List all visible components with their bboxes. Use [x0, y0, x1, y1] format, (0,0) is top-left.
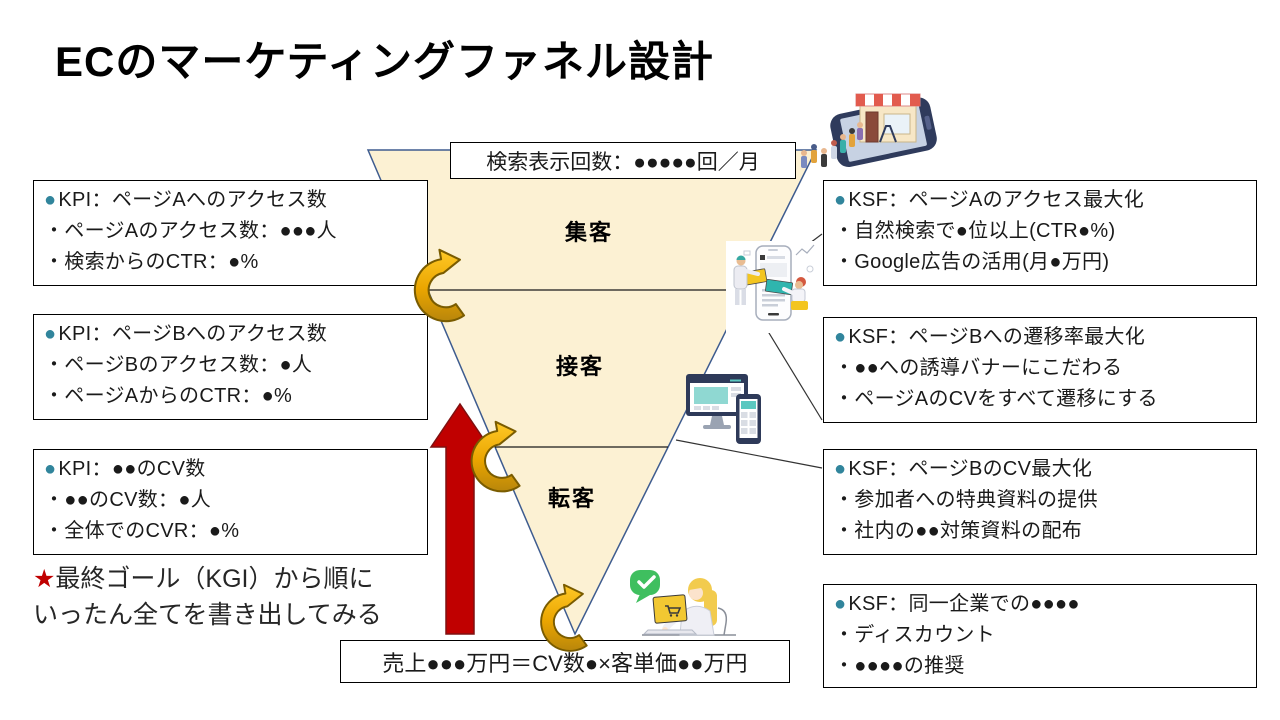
top-metric-box: 検索表示回数：●●●●●回／月	[450, 142, 796, 179]
laptop	[642, 594, 698, 635]
top-metric-text: 検索表示回数：●●●●●回／月	[486, 150, 760, 174]
kpi-title-text: KPI：●●のCV数	[58, 458, 206, 480]
ksf-box-title: ●KSF：同一企業での●●●●	[834, 589, 1246, 620]
ksf-item: ・社内の●●対策資料の配布	[834, 520, 1083, 542]
ksf-title-text: KSF：ページBのCV最大化	[848, 458, 1093, 480]
kpi-item: ・●●のCV数：●人	[44, 489, 212, 511]
kgi-note: ★最終ゴール（KGI）から順に いったん全てを書き出してみる	[33, 561, 382, 633]
storefront-illustration	[801, 93, 937, 168]
kgi-note-line2: いったん全てを書き出してみる	[33, 601, 382, 629]
bullet-icon: ●	[44, 323, 57, 345]
ksf-box-title: ●KSF：ページBへの遷移率最大化	[834, 322, 1246, 353]
chair-back	[717, 607, 728, 636]
person-left	[733, 255, 760, 305]
kpi-item: ・ページBのアクセス数：●人	[44, 354, 313, 376]
ksf-title-text: KSF：ページAのアクセス最大化	[848, 189, 1145, 211]
ksf-box-title: ●KSF：ページBのCV最大化	[834, 454, 1246, 485]
ksf-item: ・●●●●の推奨	[834, 655, 965, 677]
bottom-formula-text: 売上●●●万円＝CV数●×客単価●●万円	[382, 650, 748, 676]
mail-decor	[743, 250, 751, 256]
kpi-box-page-b: ●KPI：ページBへのアクセス数 ・ページBのアクセス数：●人 ・ページAからの…	[33, 314, 428, 420]
gear-decor	[806, 265, 814, 273]
bullet-icon: ●	[834, 189, 847, 211]
phone-ui-illustration	[726, 241, 818, 333]
kpi-box-title: ●KPI：ページBへのアクセス数	[44, 319, 417, 350]
ksf-box-title: ●KSF：ページAのアクセス最大化	[834, 185, 1246, 216]
shopper-illustration	[630, 570, 736, 636]
upward-goal-arrow	[429, 402, 491, 635]
smartphone	[736, 394, 761, 444]
ksf-item: ・ページAのCVをすべて遷移にする	[834, 388, 1158, 410]
ksf-item: ・●●への誘導バナーにこだわる	[834, 357, 1123, 379]
kgi-note-text1: 最終ゴール（KGI）から順に	[55, 565, 374, 593]
kpi-box-page-a: ●KPI：ページAへのアクセス数 ・ページAのアクセス数：●●●人 ・検索からの…	[33, 180, 428, 286]
ksf-item: ・ディスカウント	[834, 624, 995, 646]
stage-label-attract: 集客	[564, 220, 614, 245]
kgi-note-line1: ★最終ゴール（KGI）から順に	[33, 561, 382, 597]
stage-label-convert: 転客	[547, 486, 597, 511]
store-building	[855, 93, 921, 143]
kpi-item: ・ページAからのCTR：●%	[44, 385, 293, 407]
stage-label-engage: 接客	[555, 354, 605, 379]
kpi-box-title: ●KPI：ページAへのアクセス数	[44, 185, 417, 216]
kpi-title-text: KPI：ページBへのアクセス数	[58, 323, 328, 345]
leader-line-ksf3	[675, 439, 823, 469]
kpi-item: ・検索からのCTR：●%	[44, 251, 259, 273]
ksf-title-text: KSF：同一企業での●●●●	[848, 593, 1080, 615]
bullet-icon: ●	[44, 458, 57, 480]
kpi-title-text: KPI：ページAへのアクセス数	[58, 189, 328, 211]
bullet-icon: ●	[834, 326, 847, 348]
star-icon: ★	[33, 565, 56, 593]
kpi-box-cv: ●KPI：●●のCV数 ・●●のCV数：●人 ・全体でのCVR：●%	[33, 449, 428, 555]
person-right	[782, 277, 808, 310]
devices-illustration	[686, 374, 761, 444]
kpi-box-title: ●KPI：●●のCV数	[44, 454, 417, 485]
bullet-icon: ●	[834, 593, 847, 615]
customer-queue	[801, 122, 863, 168]
chart-line-decor	[795, 244, 815, 256]
bullet-icon: ●	[834, 458, 847, 480]
ksf-item: ・参加者への特典資料の提供	[834, 489, 1098, 511]
ksf-box-access: ●KSF：ページAのアクセス最大化 ・自然検索で●位以上(CTR●%) ・Goo…	[823, 180, 1257, 286]
ksf-box-transition: ●KSF：ページBへの遷移率最大化 ・●●への誘導バナーにこだわる ・ページAの…	[823, 317, 1257, 423]
ksf-title-text: KSF：ページBへの遷移率最大化	[848, 326, 1146, 348]
page-title: ECのマーケティングファネル設計	[55, 38, 714, 85]
ksf-item: ・自然検索で●位以上(CTR●%)	[834, 220, 1116, 242]
bullet-icon: ●	[44, 189, 57, 211]
monitor	[686, 374, 748, 429]
check-chat-bubble	[630, 570, 660, 603]
ksf-box-repeat: ●KSF：同一企業での●●●● ・ディスカウント ・●●●●の推奨	[823, 584, 1257, 688]
kpi-item: ・ページAのアクセス数：●●●人	[44, 220, 337, 242]
kpi-item: ・全体でのCVR：●%	[44, 520, 240, 542]
ksf-item: ・Google広告の活用(月●万円)	[834, 251, 1110, 273]
ksf-box-cv-max: ●KSF：ページBのCV最大化 ・参加者への特典資料の提供 ・社内の●●対策資料…	[823, 449, 1257, 555]
